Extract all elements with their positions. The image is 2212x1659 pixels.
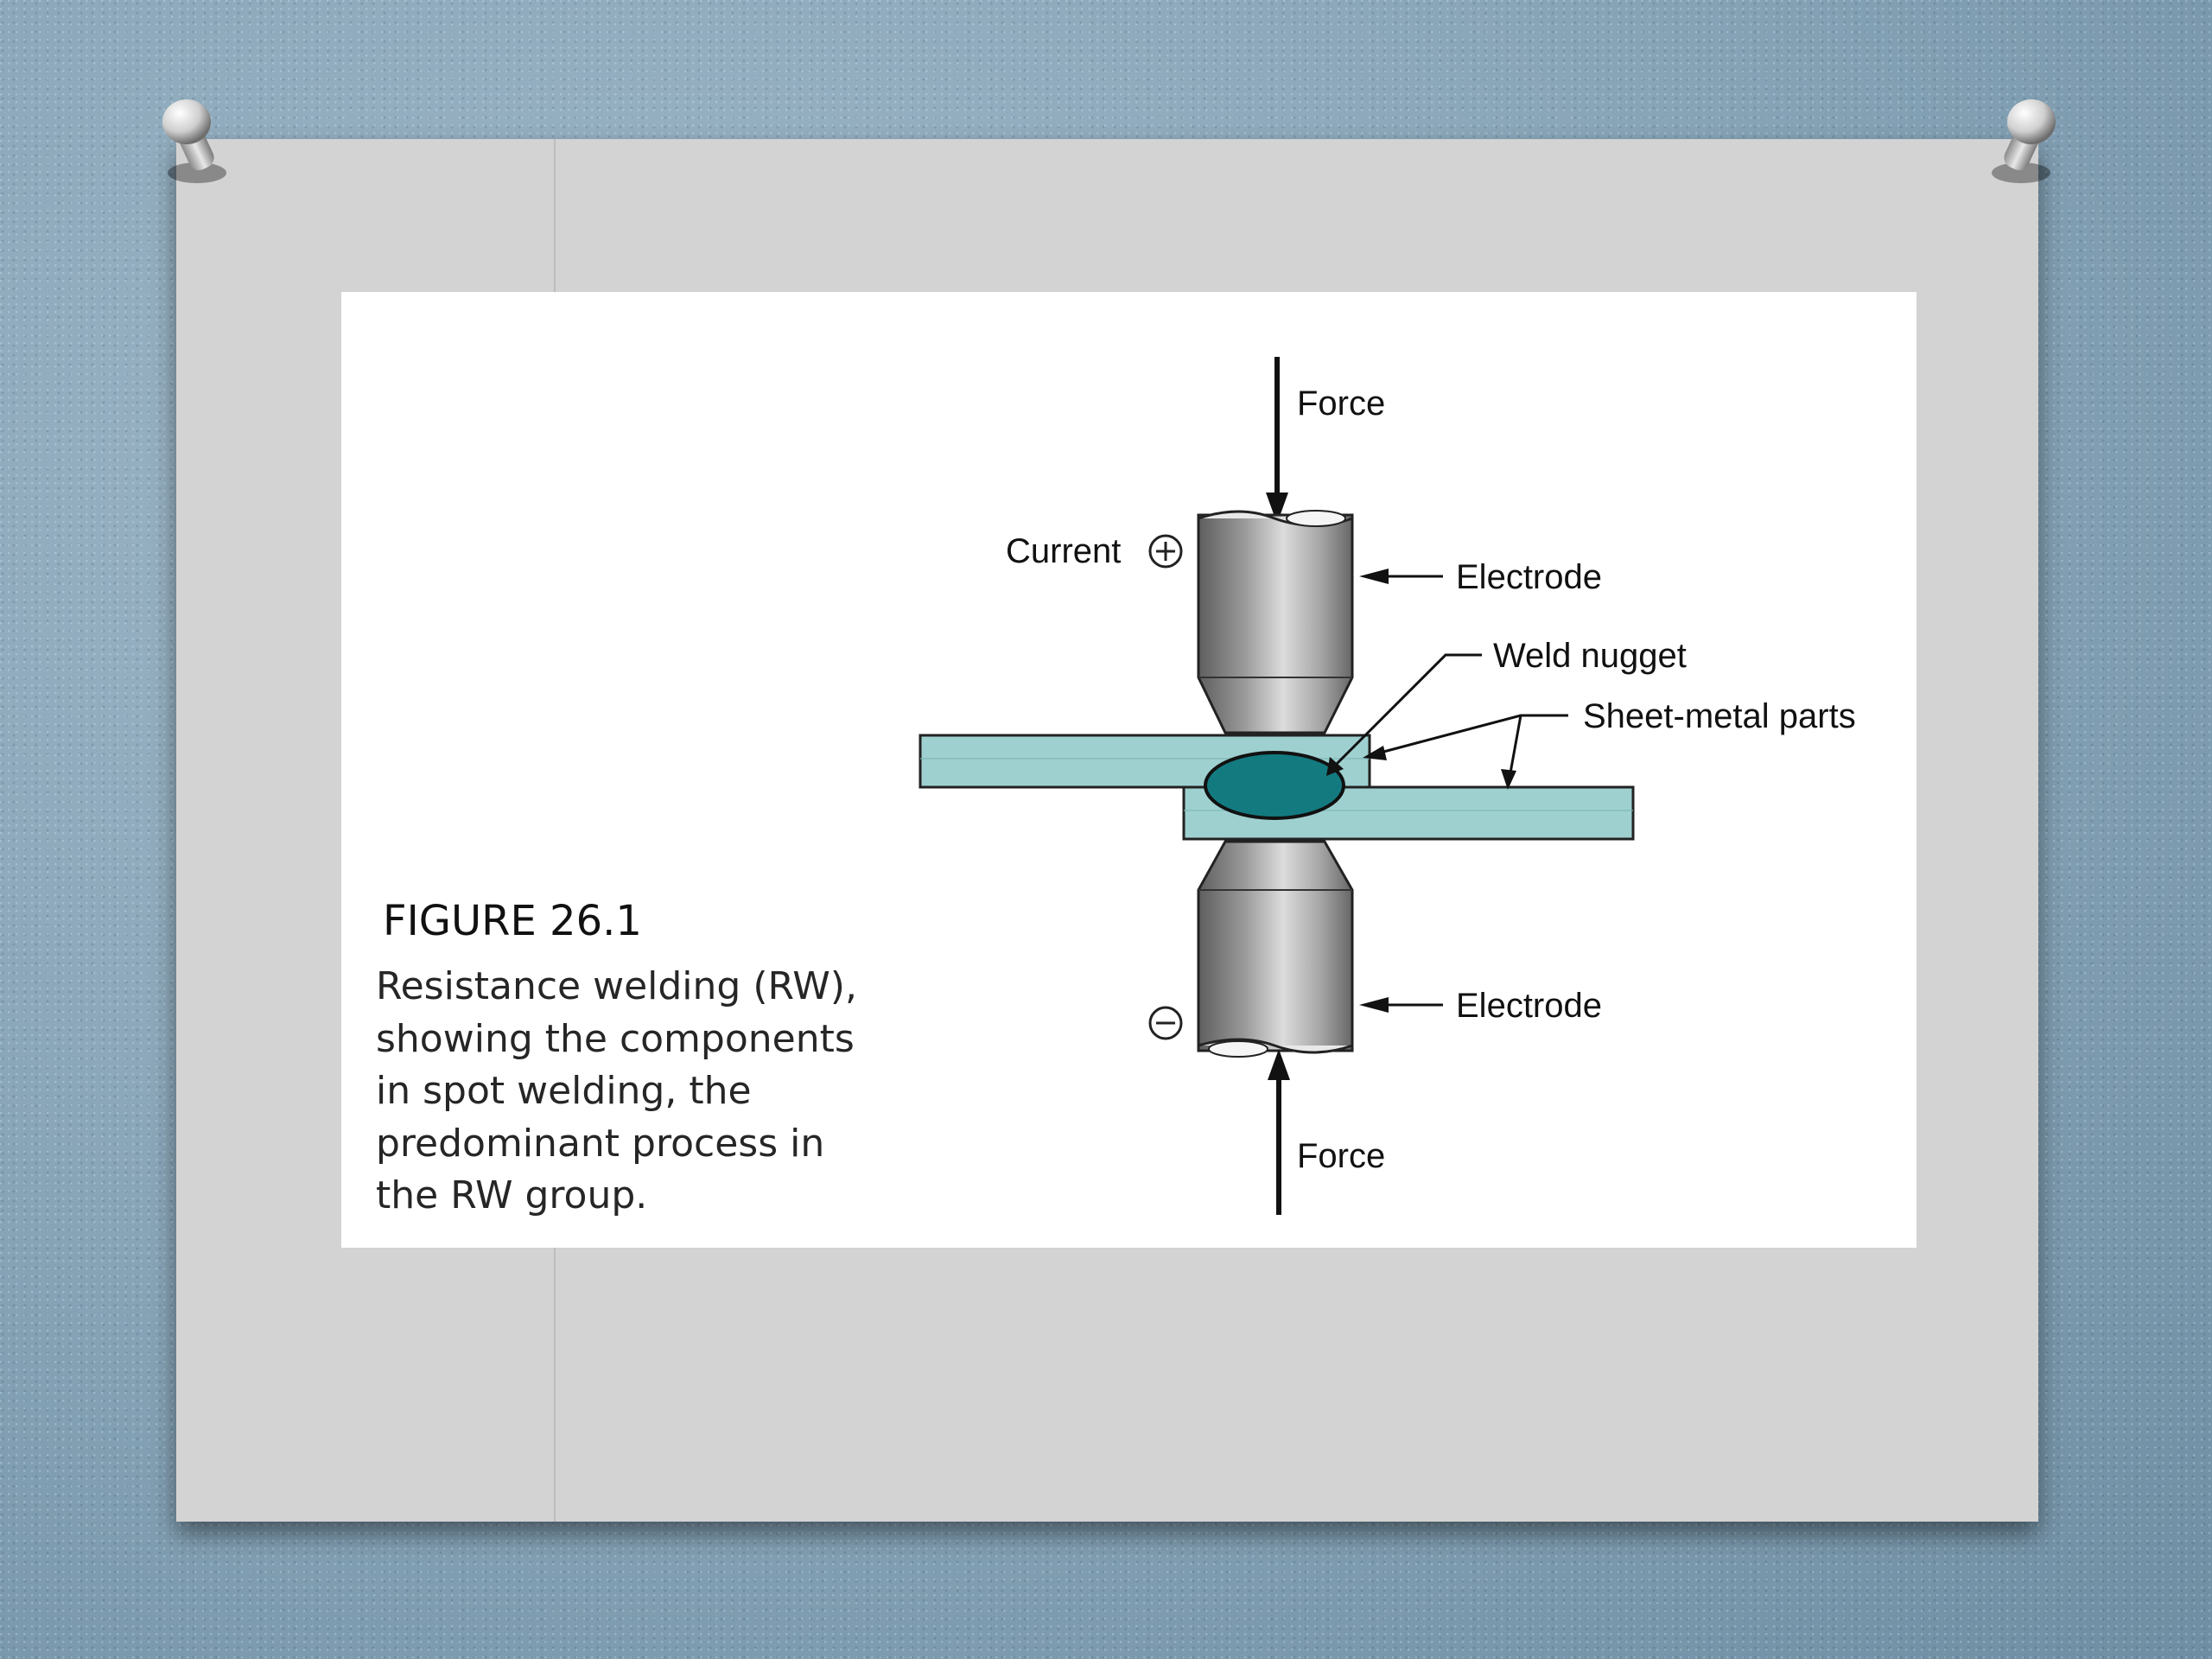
electrode-bottom — [1197, 840, 1354, 1058]
electrode-top — [1197, 510, 1354, 734]
pushpin-icon — [1992, 99, 2056, 183]
force-arrow-top — [1266, 357, 1288, 524]
electrode-label-bottom: Electrode — [1456, 987, 1602, 1025]
sheet-metal-label: Sheet-metal parts — [1583, 697, 1856, 735]
spot-welding-diagram: Force Force Current — [918, 357, 1856, 1215]
caption-line: predominant process in — [376, 1121, 825, 1166]
figure-caption: Resistance welding (RW), showing the com… — [376, 961, 929, 1223]
figure-card: Force Force Current — [341, 292, 1916, 1248]
caption-line: the RW group. — [376, 1173, 648, 1217]
pushpin-icon — [162, 99, 226, 183]
board-divider-line — [554, 139, 556, 431]
force-label-bottom: Force — [1297, 1137, 1385, 1175]
caption-line: Resistance welding (RW), — [376, 964, 857, 1008]
board-divider-line — [554, 1248, 556, 1522]
figure-number: FIGURE 26.1 — [383, 897, 642, 945]
current-label: Current — [1006, 532, 1121, 570]
plus-circle-icon — [1148, 534, 1183, 569]
sheet-metal-leader — [1363, 714, 1568, 790]
electrode-top-leader — [1359, 569, 1443, 584]
minus-circle-icon — [1148, 1006, 1183, 1040]
weld-nugget-label: Weld nugget — [1493, 637, 1687, 675]
weld-nugget-leader — [1326, 653, 1482, 776]
force-label-top: Force — [1297, 385, 1385, 423]
electrode-bottom-leader — [1359, 997, 1443, 1013]
electrode-label-top: Electrode — [1456, 558, 1602, 596]
caption-line: in spot welding, the — [376, 1069, 752, 1113]
caption-line: showing the components — [376, 1016, 855, 1061]
weld-nugget — [1204, 751, 1345, 820]
force-arrow-bottom — [1268, 1049, 1290, 1215]
